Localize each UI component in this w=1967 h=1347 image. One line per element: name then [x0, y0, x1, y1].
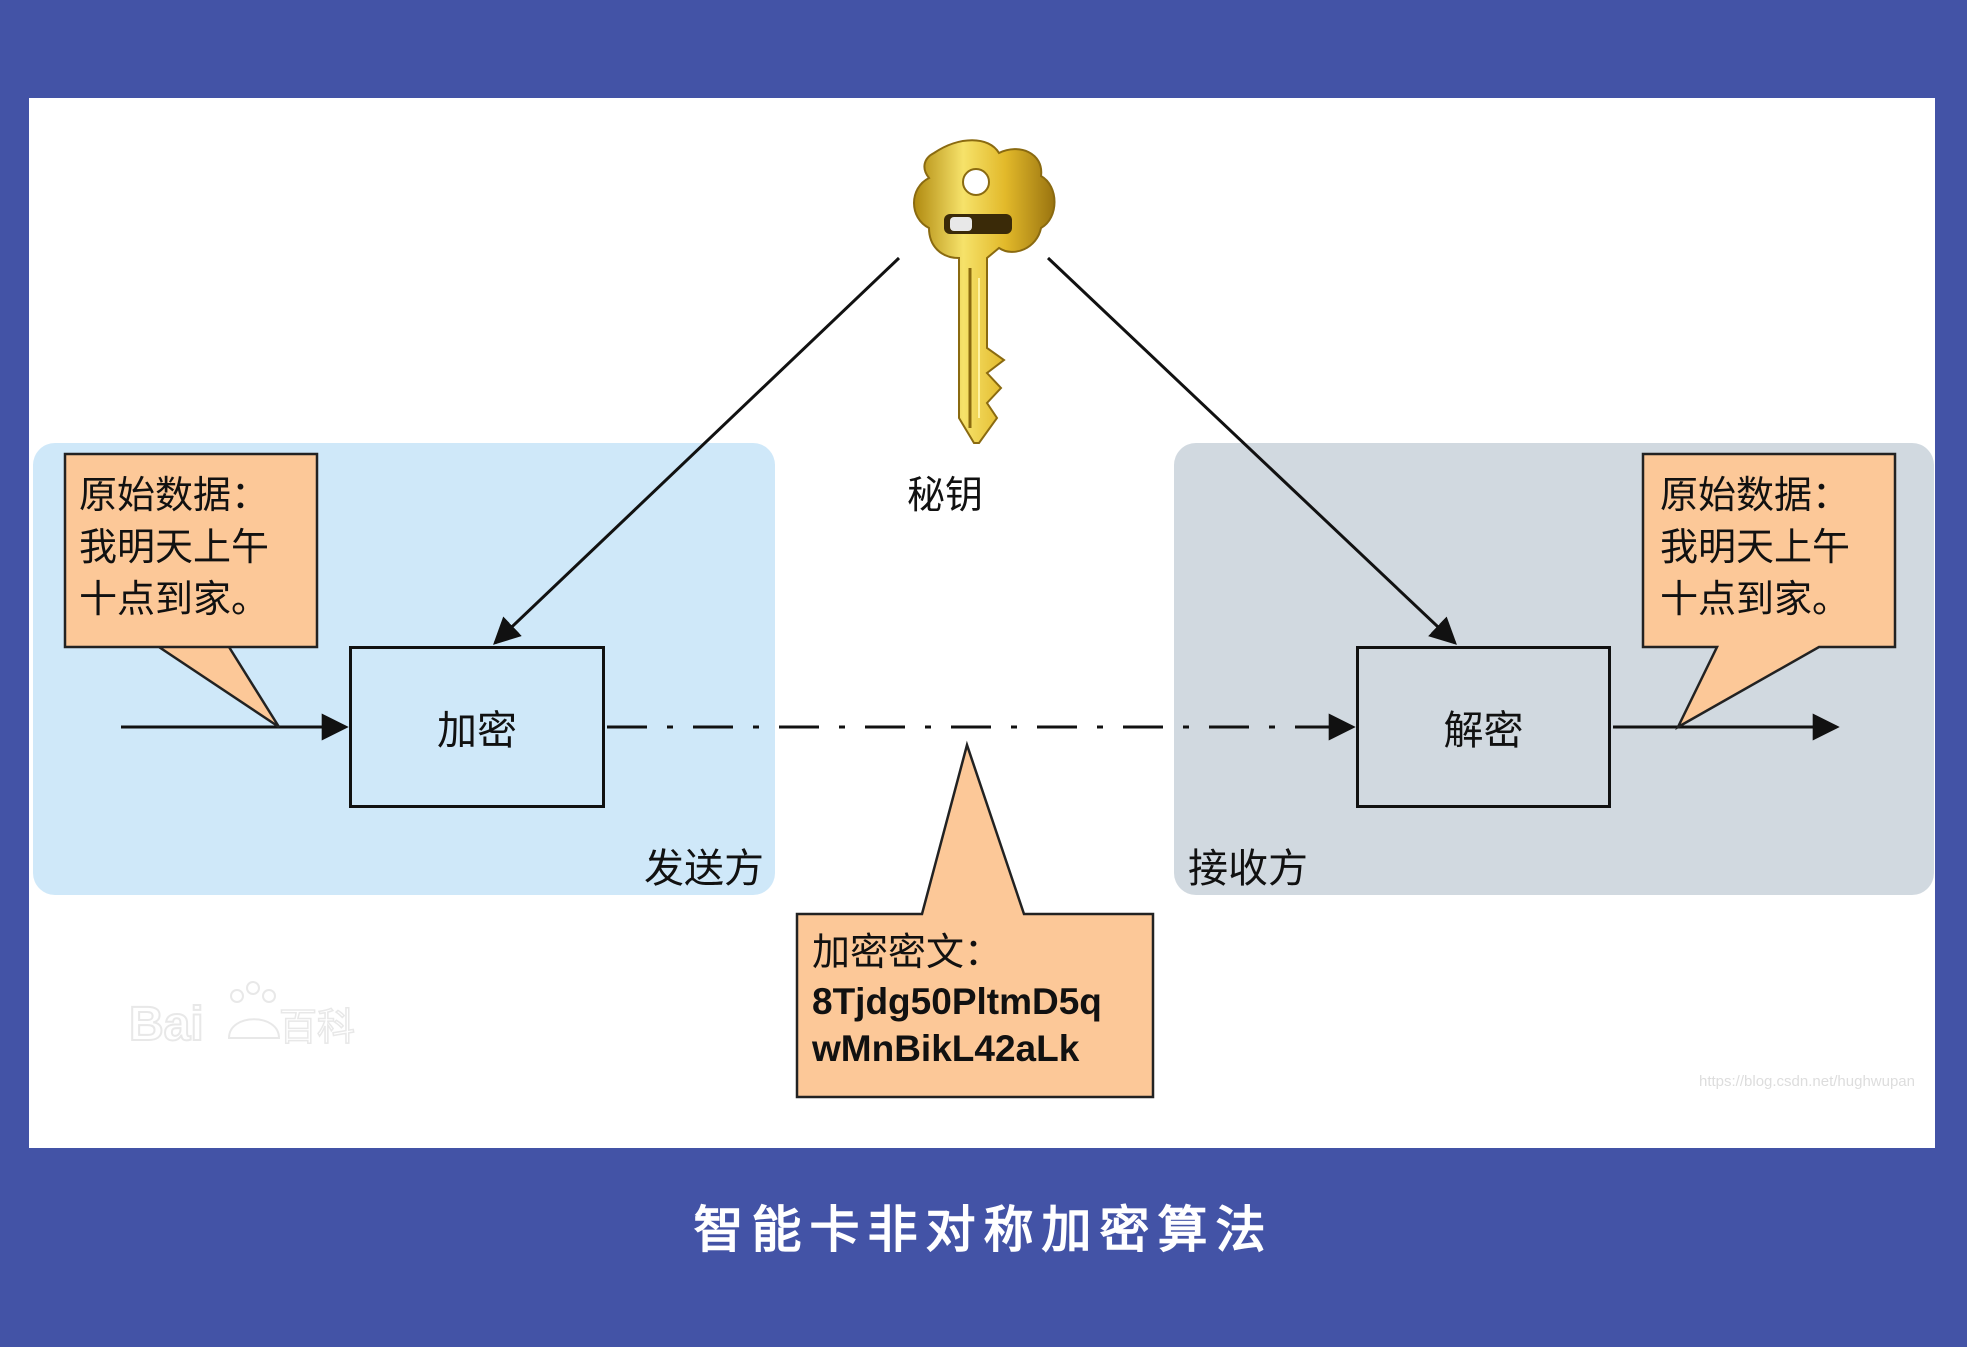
baidu-baike-watermark-logo: Bai 百科 [129, 981, 356, 1052]
receiver-plaintext-line: 十点到家。 [1660, 577, 1851, 621]
receiver-label: 接收方 [1188, 846, 1308, 892]
sender-plaintext-text: 原始数据： 我明天上午 十点到家。 [79, 469, 299, 625]
receiver-plaintext-line: 我明天上午 [1660, 525, 1851, 569]
svg-text:百科: 百科 [279, 1005, 355, 1049]
decrypt-process-box: 解密 [1356, 646, 1611, 808]
ciphertext-label: 加密密文： [812, 930, 1003, 974]
sender-label: 发送方 [644, 846, 764, 892]
encrypt-process-box: 加密 [349, 646, 605, 808]
receiver-plaintext-callout [1641, 452, 1897, 731]
sender-plaintext-callout [63, 452, 319, 729]
key-to-encrypt-arrow [493, 256, 901, 645]
ciphertext-callout [795, 740, 1155, 1099]
svg-text:Bai: Bai [129, 998, 204, 1051]
receiver-plaintext-text: 原始数据： 我明天上午 十点到家。 [1660, 469, 1880, 625]
sender-plaintext-line: 原始数据： [79, 473, 270, 517]
key-label: 秘钥 [907, 473, 984, 517]
key-to-decrypt-arrow [1046, 256, 1457, 645]
encrypt-label: 加密 [437, 708, 517, 754]
decrypt-label: 解密 [1443, 708, 1524, 754]
diagram-caption: 智能卡非对称加密算法 [693, 1201, 1274, 1259]
watermark-url: https://blog.csdn.net/hughwupan [1699, 1073, 1915, 1090]
sender-plaintext-line: 我明天上午 [79, 525, 270, 569]
ciphertext-line: 8Tjdg50PltmD5q [812, 981, 1102, 1022]
receiver-plaintext-line: 原始数据： [1660, 473, 1851, 517]
sender-plaintext-line: 十点到家。 [79, 577, 270, 621]
ciphertext-text: 加密密文： 8Tjdg50PltmD5q wMnBikL42aLk [812, 926, 1142, 1072]
key-icon [913, 139, 1056, 444]
diagram-lines [63, 139, 1897, 1099]
diagram-canvas: 加密 解密 原始数据： 我明天上午 十点到家。 原始数据： 我明天上午 十点到家… [29, 98, 1935, 1148]
ciphertext-line: wMnBikL42aLk [812, 1028, 1080, 1069]
